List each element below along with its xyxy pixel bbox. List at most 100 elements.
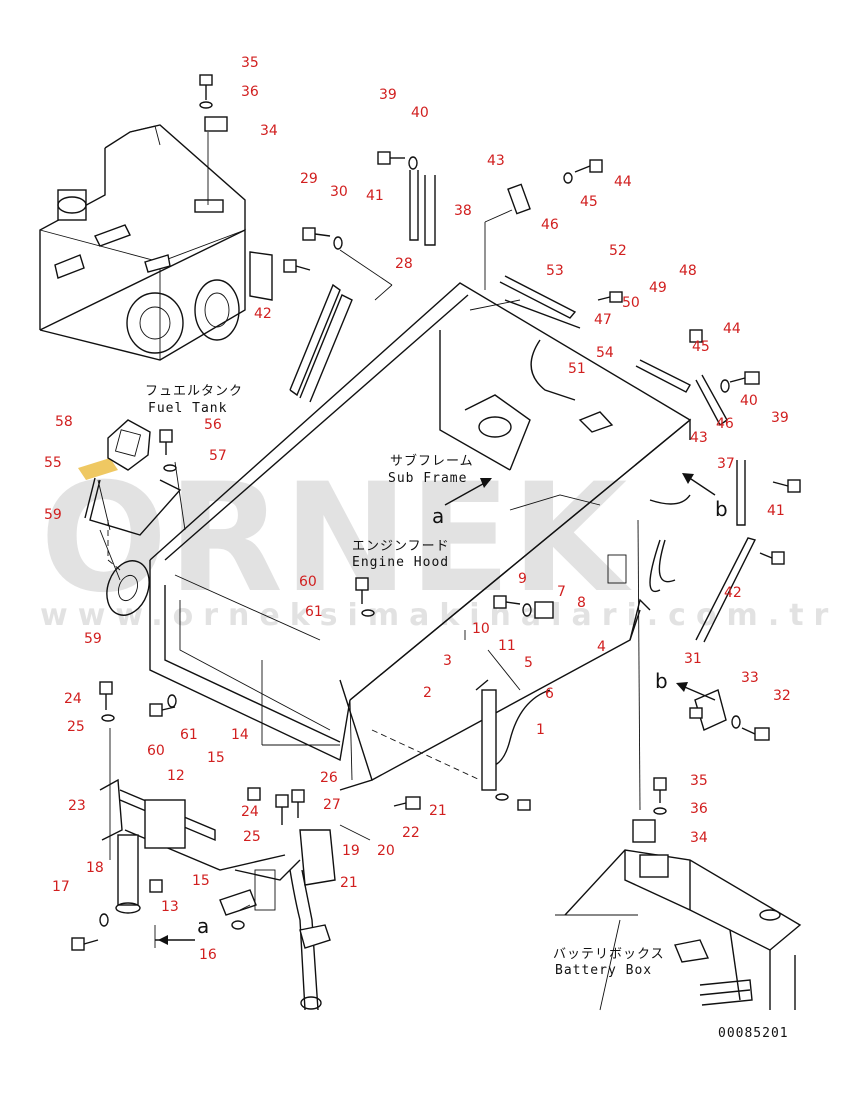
callout: 8 [577,595,586,611]
callout: 45 [692,339,710,355]
watermark-site: www.orneksimakinalari.com.tr [40,598,838,633]
view-arrows [154,473,716,948]
callout: 39 [379,87,397,103]
fuel-tank-label-en: Fuel Tank [148,401,227,416]
callout: 34 [690,830,708,846]
callout: 34 [260,123,278,139]
view-marker-a-bottom: a [197,914,209,938]
callout: 59 [44,507,62,523]
callout: 6 [545,686,554,702]
callout: 25 [67,719,85,735]
callout: 33 [741,670,759,686]
callout: 50 [622,295,640,311]
callout: 16 [199,947,217,963]
component-labels: フュエルタンク Fuel Tank サブフレーム Sub Frame エンジンフ… [145,384,789,1041]
callout: 3 [443,653,452,669]
callout: 10 [472,621,490,637]
callout: 37 [717,456,735,472]
callout: 49 [649,280,667,296]
battery-box-drawing [564,819,802,1010]
engine-hood-drawing [149,282,692,791]
fasteners [71,74,801,951]
engine-hood-label-jp: エンジンフード [352,539,450,554]
callout: 7 [557,584,566,600]
callout: 44 [723,321,741,337]
callout: 55 [44,455,62,471]
callout: 15 [207,750,225,766]
callout: 29 [300,171,318,187]
callout: 28 [395,256,413,272]
callout: 36 [690,801,708,817]
callout: 38 [454,203,472,219]
callout: 15 [192,873,210,889]
callout: 61 [180,727,198,743]
callout: 2 [423,685,432,701]
part-callouts: 35 36 34 39 40 43 44 45 46 29 30 41 38 5… [44,55,791,963]
battery-box-label-en: Battery Box [555,963,652,978]
callout: 48 [679,263,697,279]
callout: 51 [568,361,586,377]
callout: 54 [596,345,614,361]
callout: 26 [320,770,338,786]
watermark-brand: ORNEK [40,452,632,626]
fuel-tank-drawing [39,124,273,361]
callout: 21 [340,875,358,891]
callout: 24 [241,804,259,820]
callout: 42 [724,585,742,601]
callout: 52 [609,243,627,259]
callout: 44 [614,174,632,190]
fuel-tank-label-jp: フュエルタンク [145,384,243,399]
callout: 18 [86,860,104,876]
view-marker-a-top: a [432,504,444,528]
sub-frame-label-en: Sub Frame [388,471,467,486]
callout: 11 [498,638,516,654]
callout: 42 [254,306,272,322]
callout: 1 [536,722,545,738]
leader-lines [97,132,641,1011]
callout: 13 [161,899,179,915]
duplicate-callouts: 45 44 40 39 46 43 41 42 35 36 34 60 61 2… [84,321,789,891]
battery-box-label-jp: バッテリボックス [553,947,665,962]
callout: 32 [773,688,791,704]
drawing-number: 00085201 [718,1026,789,1041]
callout: 56 [204,417,222,433]
callout: 9 [518,571,527,587]
callout: 27 [323,797,341,813]
callout: 47 [594,312,612,328]
callout: 4 [597,639,606,655]
callout: 46 [716,416,734,432]
callout: 5 [524,655,533,671]
callout: 35 [690,773,708,789]
callout: 41 [366,188,384,204]
callout: 23 [68,798,86,814]
callout: 36 [241,84,259,100]
watermark: ORNEK www.orneksimakinalari.com.tr [40,452,838,633]
callout: 53 [546,263,564,279]
callout: 24 [64,691,82,707]
callout: 45 [580,194,598,210]
callout: 40 [740,393,758,409]
watermark-accent [78,458,118,480]
callout: 41 [767,503,785,519]
callout: 19 [342,843,360,859]
callout: 25 [243,829,261,845]
callout: 40 [411,105,429,121]
callout: 60 [147,743,165,759]
callout: 57 [209,448,227,464]
view-marker-b-lower: b [655,669,668,693]
callout: 60 [299,574,317,590]
callout: 43 [487,153,505,169]
view-marker-b-right: b [715,497,728,521]
sub-frame-label-jp: サブフレーム [390,453,474,469]
callout: 46 [541,217,559,233]
callout: 22 [402,825,420,841]
callout: 14 [231,727,249,743]
callout: 31 [684,651,702,667]
callout: 30 [330,184,348,200]
callout: 58 [55,414,73,430]
callout: 43 [690,430,708,446]
callout: 35 [241,55,259,71]
callout: 17 [52,879,70,895]
